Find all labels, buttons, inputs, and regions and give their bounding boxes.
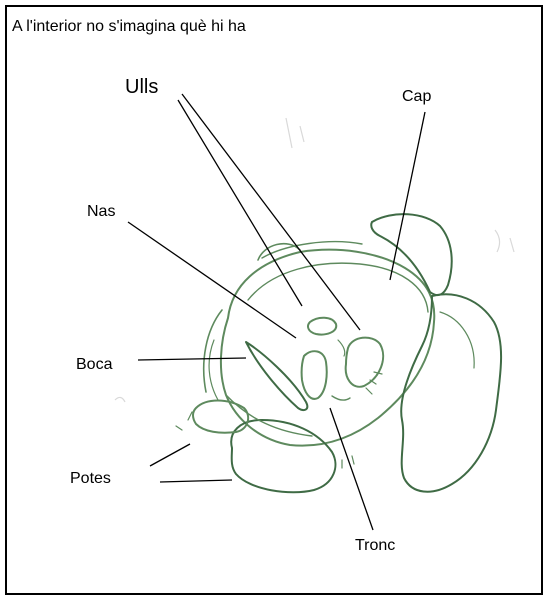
leader-cap: [389, 111, 426, 281]
label-ulls: Ulls: [125, 76, 159, 98]
paw-back: [192, 399, 250, 434]
label-potes: Potes: [70, 470, 111, 487]
leader-lines: [127, 93, 426, 531]
leader-boca: [137, 357, 247, 361]
whisker-dots: [365, 371, 383, 395]
label-cap: Cap: [402, 88, 432, 105]
leader-tronc: [329, 407, 374, 531]
label-nas: Nas: [87, 203, 116, 220]
leader-potes-1: [149, 443, 191, 467]
label-tronc: Tronc: [355, 537, 396, 554]
paw-front: [230, 419, 337, 494]
leader-ulls-2: [181, 93, 361, 331]
nose: [307, 316, 338, 336]
small-ticks: [175, 411, 355, 469]
chin-line: [225, 394, 313, 437]
ear-left: [257, 242, 301, 261]
image-frame: [5, 5, 543, 595]
body-left-edge: [202, 309, 223, 393]
leader-potes-2: [159, 479, 233, 483]
eye-left: [300, 350, 328, 400]
head-outline: [219, 248, 436, 447]
body-outline: [400, 293, 503, 493]
leader-nas: [127, 221, 297, 339]
head-inner-stroke: [247, 262, 429, 313]
body-left-edge-2: [208, 339, 219, 401]
animal-sketch: [175, 213, 503, 494]
leader-ulls-1: [177, 99, 303, 307]
caption-text: A l'interior no s'imagina què hi ha: [12, 18, 246, 35]
mouth: [245, 341, 309, 411]
cheek-mark-2: [331, 395, 351, 401]
cheek-mark-1: [337, 339, 346, 357]
body-inner: [439, 311, 475, 369]
eye-right: [344, 336, 385, 388]
label-boca: Boca: [76, 356, 113, 373]
faint-marks: [114, 117, 515, 403]
